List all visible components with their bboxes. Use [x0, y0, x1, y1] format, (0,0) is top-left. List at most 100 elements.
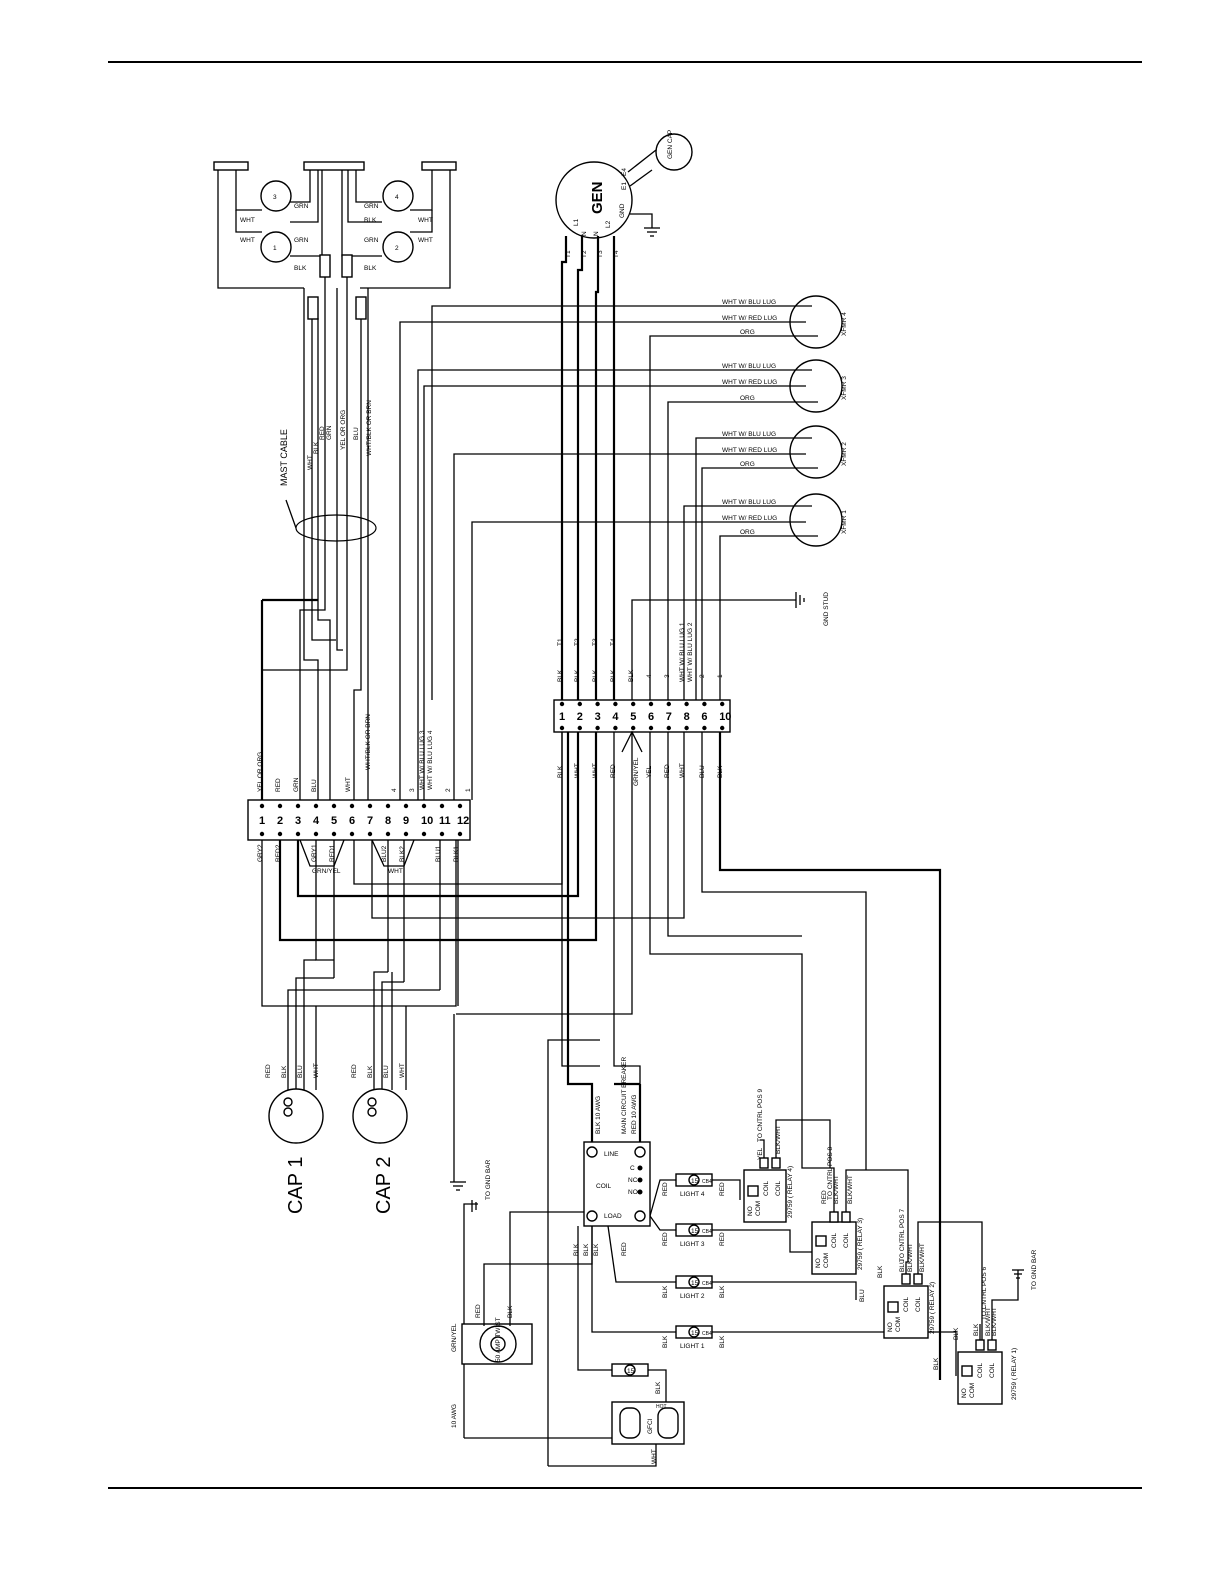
- relay-terminal: COIL: [775, 1180, 782, 1196]
- tb-wire-label: GRN: [293, 777, 300, 792]
- breaker-terminal: NC: [628, 1177, 638, 1184]
- gen-terminal: E4: [621, 168, 628, 176]
- tb10-terminal-dot: [577, 725, 582, 731]
- cap-wire-label: WHT: [313, 1063, 320, 1078]
- gen-lead-label: T3: [597, 250, 604, 258]
- tb-wire-label: WHT: [679, 763, 686, 778]
- tb10-terminal-dot: [613, 701, 618, 707]
- tb10-terminal-dot: [720, 701, 725, 707]
- wire-label: 10 AWG: [451, 1404, 458, 1428]
- tb-wire-label: BLK: [574, 669, 581, 682]
- lamp-head-3: [260, 180, 292, 212]
- tb12-terminal-dot: [385, 803, 391, 809]
- tb-wire-label: BLK2: [399, 846, 406, 862]
- xfmr-label: XFMR 4: [841, 312, 848, 336]
- generator-label: GEN: [589, 181, 606, 214]
- wire-label: HOT: [656, 1404, 667, 1410]
- mast-cable-label: MAST CABLE: [279, 429, 289, 486]
- tb12-terminal-number: 12: [457, 815, 469, 827]
- tb10-terminal-dot: [631, 701, 636, 707]
- tb-wire-label: BLU: [311, 779, 318, 792]
- tb12-terminal-dot: [439, 803, 445, 809]
- gen-terminal: E1: [621, 182, 628, 190]
- cap-wire-label: BLU: [297, 1065, 304, 1078]
- tb-wire-label: 4: [646, 674, 653, 678]
- wire-label: GRN: [364, 237, 379, 244]
- wire-label: BLK: [593, 1243, 600, 1256]
- mast-cable: MAST CABLE WHT BLK RED GRN YEL OR ORG BL…: [261, 277, 377, 800]
- tb12-terminal-dot: [421, 831, 427, 837]
- cap-2-symbol: [352, 1088, 408, 1144]
- tb10-terminal-number: 6: [648, 711, 654, 723]
- tb10-terminal-dot: [648, 725, 654, 731]
- cap-wire-label: BLU: [383, 1065, 390, 1078]
- wire-label: GRN/YEL: [451, 1323, 458, 1352]
- tb10-terminal-dot: [559, 725, 565, 731]
- to-gnd-bar-label: TO GND BAR: [485, 1159, 492, 1200]
- relay-wire-label: BLK/WHT: [991, 1307, 998, 1336]
- receptacle-label: 50 AMP TWIST: [495, 1317, 502, 1362]
- xfmr-wire-label: ORG: [740, 529, 755, 536]
- xfmr-wire-label: WHT W/ RED LUG: [722, 315, 777, 322]
- tb10-terminal-number: 10: [719, 711, 731, 723]
- tb10-terminal-dot: [666, 725, 671, 731]
- xfmr-wire-label: WHT W/ BLU LUG: [722, 299, 776, 306]
- capacitors: CAP 1 CAP 2 RED BLK BLU WHT RED BLK BLU …: [265, 959, 440, 1214]
- breaker-rating: 15: [691, 1330, 699, 1337]
- tb10-terminal-dot: [577, 701, 582, 707]
- terminal-block-12-body: [247, 799, 471, 841]
- breaker-line-label: LINE: [604, 1151, 619, 1158]
- cap-wire-label: BLK: [367, 1065, 374, 1078]
- terminal-block-10-body: [553, 699, 731, 733]
- breaker-load-label: LOAD: [604, 1213, 622, 1220]
- tb-wire-label: T1: [557, 638, 564, 646]
- relay-terminal: COIL: [831, 1232, 838, 1248]
- wire-label: WHT: [418, 217, 433, 224]
- tb12-terminal-dot: [349, 803, 355, 809]
- wire-label: BLK: [719, 1285, 726, 1298]
- tb-wire-label: BLU1: [435, 845, 442, 862]
- tb-wire-label: BLK: [557, 765, 564, 778]
- relay-terminal: COIL: [843, 1232, 850, 1248]
- xfmr-label: XFMR 2: [841, 442, 848, 466]
- xfmr-1-symbol: [789, 493, 843, 547]
- lamp-head-1: [260, 231, 292, 263]
- tb-wire-label: 2: [699, 674, 706, 678]
- wire-label: GRN: [294, 237, 309, 244]
- relay-wire-label: BLK/WHT: [985, 1307, 992, 1336]
- wire-label: RED: [662, 1232, 669, 1246]
- relay-label: 29759 ( RELAY 3): [857, 1218, 864, 1270]
- wire-label: BLK: [719, 1335, 726, 1348]
- tb12-terminal-number: 6: [349, 815, 355, 827]
- relays: 29759 ( RELAY 4) NO COM COIL COIL TO CNT…: [743, 1089, 1038, 1405]
- breaker-tag: CB4: [702, 1331, 712, 1337]
- gen-lead-label: T2: [581, 250, 588, 258]
- tb10-terminal-dot: [631, 725, 636, 731]
- gfci-label: GFCI: [647, 1418, 654, 1434]
- tb10-terminal-dot: [666, 701, 671, 707]
- tb-wire-label: GRY2: [257, 844, 264, 862]
- gen-terminal: L2: [605, 220, 612, 228]
- receptacles: TO GND BAR 50 AMP TWIST RED BLK GRN/YEL …: [450, 1014, 685, 1467]
- generator-symbol: [555, 161, 633, 239]
- light-label: LIGHT 2: [680, 1293, 705, 1300]
- cap-1-label: CAP 1: [285, 1157, 307, 1214]
- tb10-terminal-dot: [595, 725, 600, 731]
- transformers: XFMR 4 XFMR 3 XFMR 2 XFMR 1 WHT W/ BLU L…: [399, 295, 848, 800]
- breaker-tag: CB4: [702, 1179, 712, 1185]
- main-breaker-label: MAIN CIRCUIT BREAKER: [621, 1057, 628, 1134]
- light-label: LIGHT 3: [680, 1241, 705, 1248]
- breaker-wire-label: BLK 10 AWG: [595, 1096, 602, 1134]
- relay-wire-label: BLK: [933, 1357, 940, 1370]
- tb12-terminal-dot: [421, 803, 427, 809]
- relay-terminal: NO: [961, 1388, 968, 1398]
- xfmr-wire-label: ORG: [740, 461, 755, 468]
- tb12-terminal-dot: [349, 831, 355, 837]
- tb-wire-label: 3: [664, 674, 671, 678]
- breaker-rating: 15: [691, 1228, 699, 1235]
- gen-terminal: L1: [573, 218, 580, 226]
- light-label: LIGHT 4: [680, 1191, 705, 1198]
- tb12-terminal-dot: [313, 803, 319, 809]
- tb-wire-label: BLK: [610, 669, 617, 682]
- tb10-terminal-number: 1: [559, 711, 565, 723]
